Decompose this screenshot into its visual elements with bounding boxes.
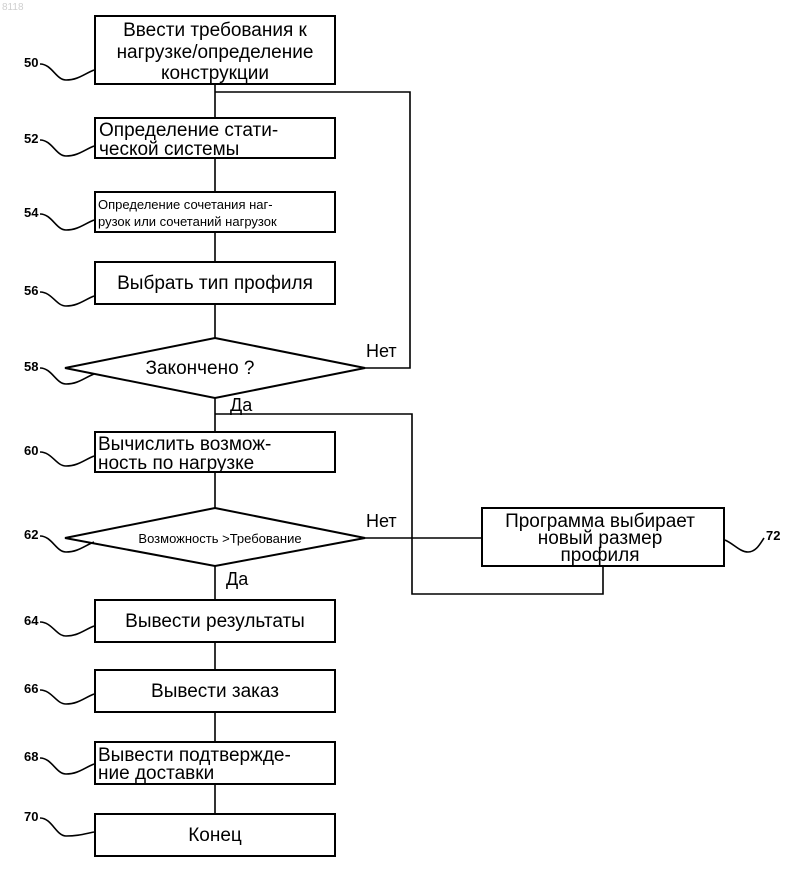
ref-56-leader [40, 292, 94, 306]
edge-label-62-yes: Да [226, 569, 249, 589]
step-50-text-2: нагрузке/определение [117, 42, 314, 63]
ref-70: 70 [24, 809, 94, 836]
decision-62: Возможность >Требование [65, 508, 365, 566]
ref-72-leader [725, 538, 764, 552]
ref-68-label: 68 [24, 749, 38, 764]
ref-54: 54 [24, 205, 94, 230]
step-54-text-2: рузок или сочетаний нагрузок [98, 214, 277, 229]
ref-70-label: 70 [24, 809, 38, 824]
step-72-text-3: профиля [560, 545, 639, 566]
step-56-text: Выбрать тип профиля [117, 273, 313, 294]
ref-56-label: 56 [24, 283, 38, 298]
ref-50-label: 50 [24, 55, 38, 70]
step-68-text-2: ние доставки [98, 763, 214, 784]
ref-52: 52 [24, 131, 94, 156]
ref-56: 56 [24, 283, 94, 306]
ref-54-leader [40, 214, 94, 230]
step-66-text: Вывести заказ [151, 681, 279, 702]
ref-58-label: 58 [24, 359, 38, 374]
step-60-text-2: ность по нагрузке [98, 453, 254, 474]
ref-66-label: 66 [24, 681, 38, 696]
step-54: Определение сочетания наг- рузок или соч… [95, 192, 335, 232]
step-56: Выбрать тип профиля [95, 262, 335, 304]
step-70-text: Конец [188, 825, 242, 846]
ref-64-label: 64 [24, 613, 39, 628]
step-50: Ввести требования к нагрузке/определение… [95, 16, 335, 84]
decision-58-text: Закончено ? [146, 358, 255, 379]
step-50-text-3: конструкции [161, 63, 269, 84]
edge-label-58-yes: Да [230, 395, 253, 415]
ref-64: 64 [24, 613, 94, 636]
ref-50: 50 [24, 55, 94, 80]
ref-52-leader [40, 140, 94, 156]
step-52: Определение стати- ческой системы [95, 118, 335, 160]
ref-60-label: 60 [24, 443, 38, 458]
step-70: Конец [95, 814, 335, 856]
ref-60: 60 [24, 443, 94, 466]
ref-62-label: 62 [24, 527, 38, 542]
ref-50-leader [40, 64, 94, 80]
edge-label-58-no: Нет [366, 341, 397, 361]
step-66: Вывести заказ [95, 670, 335, 712]
ref-72: 72 [725, 528, 780, 552]
step-52-text-1: Определение стати- [99, 120, 278, 141]
ref-68: 68 [24, 749, 94, 774]
step-72: Программа выбирает новый размер профиля [482, 508, 724, 566]
step-60-text-1: Вычислить возмож- [98, 434, 271, 455]
decision-58: Закончено ? [65, 338, 365, 398]
corner-mark: 8118 [2, 2, 24, 13]
step-60: Вычислить возмож- ность по нагрузке [95, 432, 335, 474]
ref-70-leader [40, 818, 94, 836]
ref-66: 66 [24, 681, 94, 704]
step-50-text-1: Ввести требования к [123, 20, 307, 41]
decision-62-text: Возможность >Требование [138, 531, 301, 546]
step-68: Вывести подтвержде- ние доставки [95, 742, 335, 784]
ref-66-leader [40, 690, 94, 704]
step-64-text: Вывести результаты [125, 611, 305, 632]
edge-label-62-no: Нет [366, 511, 397, 531]
ref-60-leader [40, 452, 94, 466]
ref-54-label: 54 [24, 205, 39, 220]
ref-64-leader [40, 622, 94, 636]
ref-52-label: 52 [24, 131, 38, 146]
step-54-text-1: Определение сочетания наг- [98, 197, 273, 212]
step-52-text-2: ческой системы [99, 139, 239, 160]
ref-72-label: 72 [766, 528, 780, 543]
ref-68-leader [40, 758, 94, 774]
step-64: Вывести результаты [95, 600, 335, 642]
